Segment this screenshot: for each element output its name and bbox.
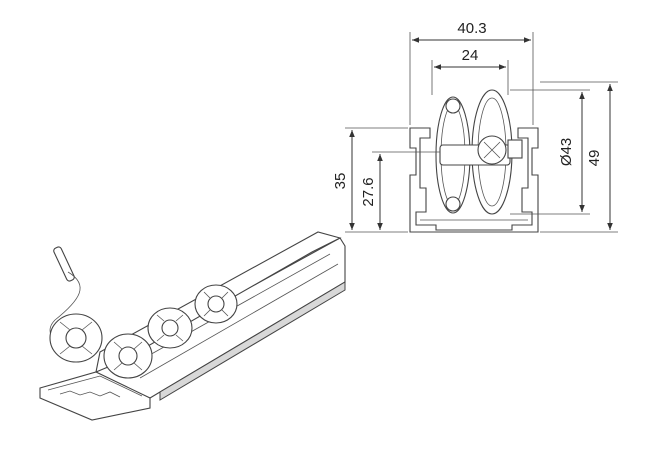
wheel-assembly-3 — [147, 307, 193, 349]
rail-brush-strip — [159, 281, 346, 401]
dimension-diameter: Ø43 — [510, 89, 590, 215]
dim-label-40-3: 40.3 — [457, 20, 486, 37]
dimension-height-overall: 49 — [540, 81, 618, 233]
wheel-assembly-2 — [103, 333, 153, 379]
dimension-height-axis: 27.6 — [360, 151, 440, 230]
cross-section-view — [409, 89, 539, 233]
left-wheel-bolt-bottom — [445, 196, 461, 212]
dimension-width-inner: 24 — [431, 47, 509, 95]
dim-label-35: 35 — [332, 173, 349, 190]
wheel-assembly-4 — [194, 284, 238, 324]
isometric-view — [39, 231, 346, 421]
left-wheel-bolt-top — [445, 98, 461, 114]
dimension-width-overall: 40.3 — [409, 20, 534, 125]
hub-cross — [483, 141, 501, 159]
rail-profile — [409, 127, 539, 233]
dim-label-24: 24 — [462, 47, 479, 64]
axle-end — [507, 139, 523, 159]
dimension-height-rail: 35 — [332, 127, 408, 233]
dim-label-49: 49 — [586, 150, 603, 167]
dim-label-o43: Ø43 — [558, 138, 575, 166]
wheel-assembly-1 — [49, 313, 103, 363]
dim-label-27-6: 27.6 — [360, 177, 377, 206]
